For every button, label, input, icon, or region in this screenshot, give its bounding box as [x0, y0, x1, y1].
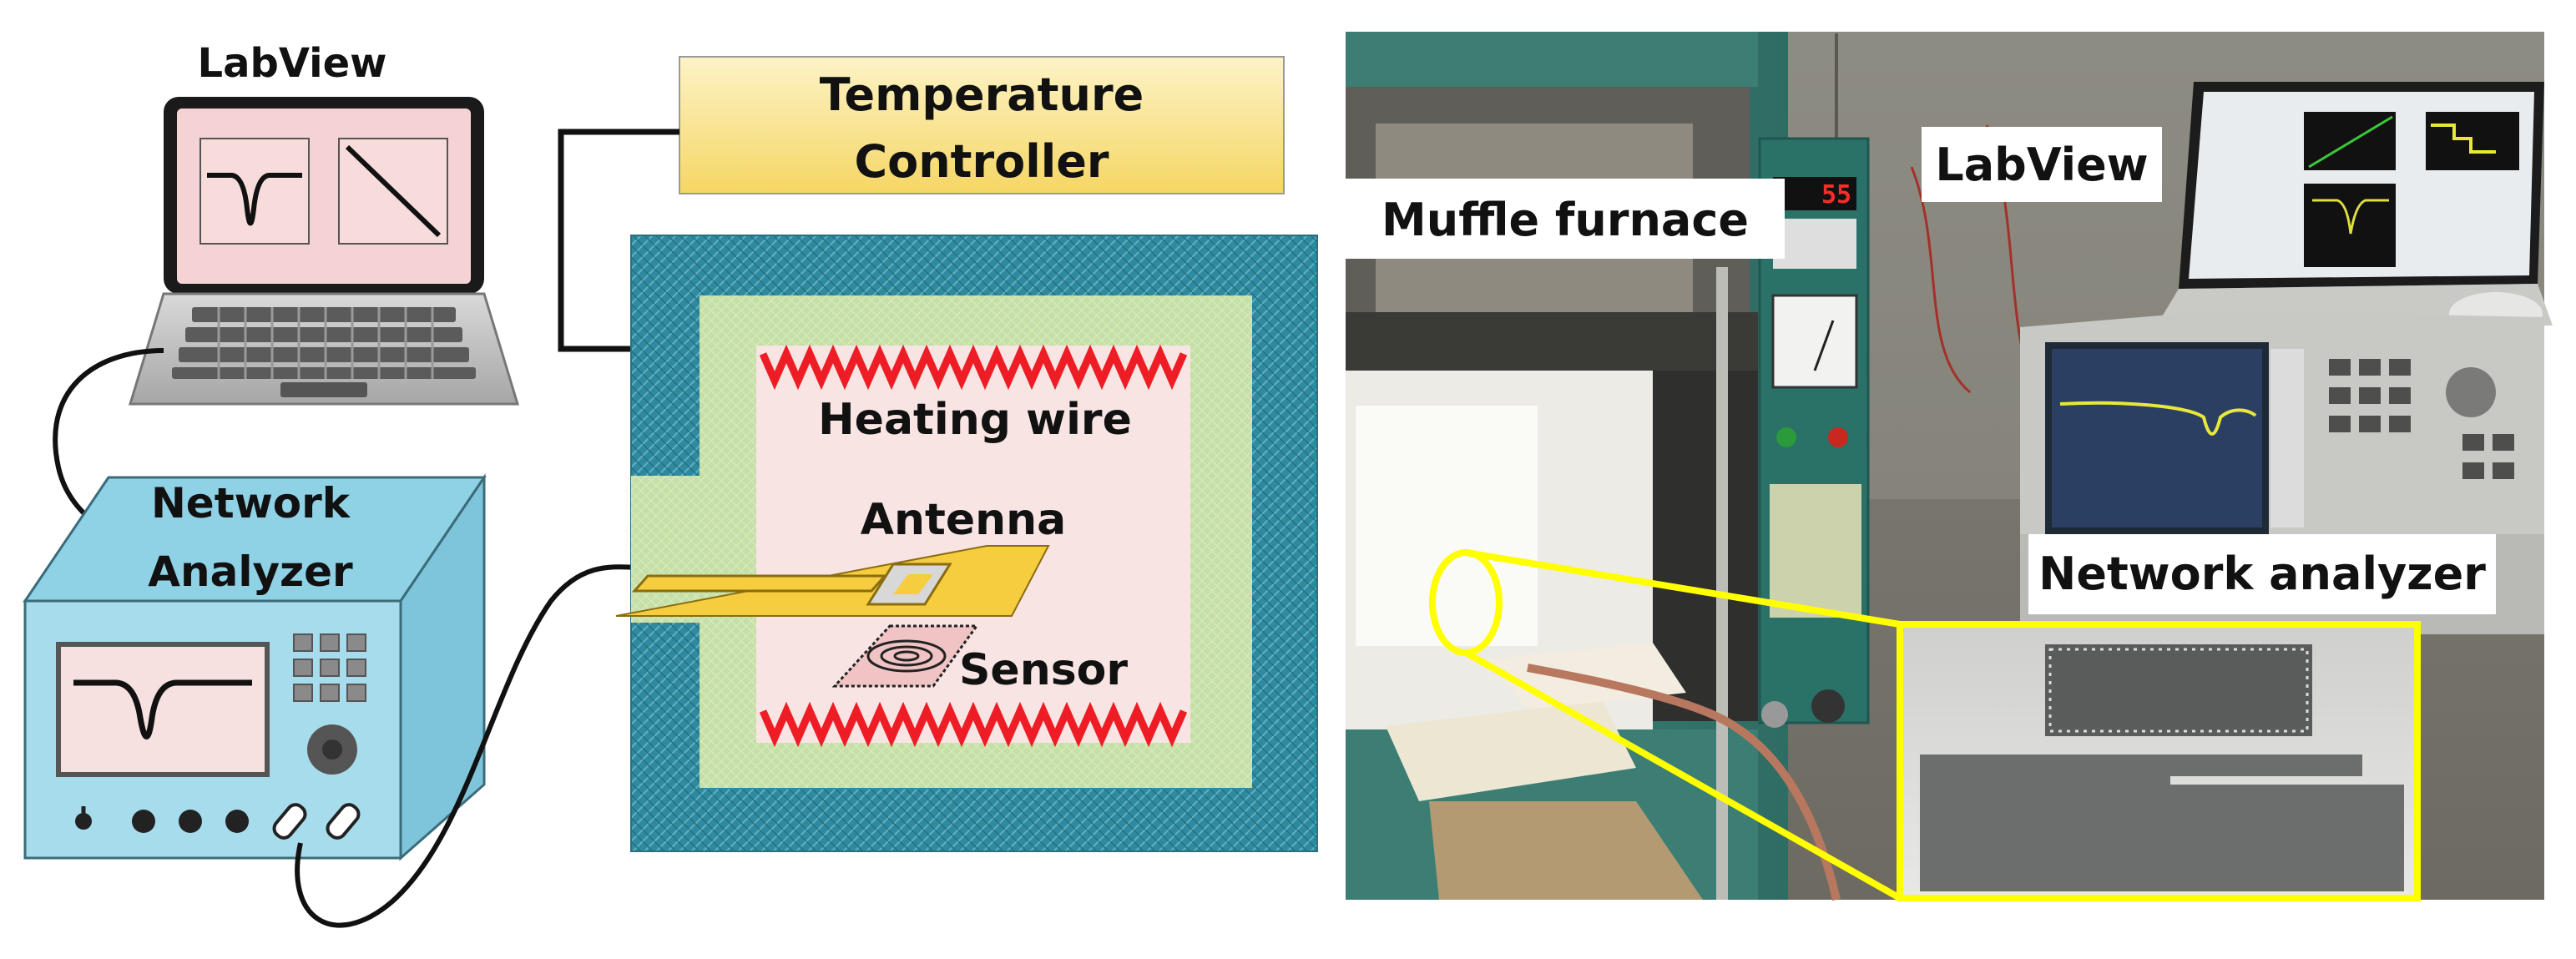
antenna-feedline — [631, 574, 888, 593]
zoom-sensor-chip — [2045, 644, 2312, 736]
analyzer-antenna-cable — [295, 564, 644, 928]
analyzer-photo-screen — [2052, 349, 2262, 527]
photo-panel: 55 — [1346, 32, 2553, 901]
cardboard-box — [1429, 801, 1703, 900]
furnace-label-box — [1346, 179, 1785, 259]
network-analyzer: Network Analyzer — [23, 473, 487, 861]
alumina-block — [1386, 701, 1636, 801]
analyzer-keypad — [293, 633, 366, 702]
sensor — [831, 624, 979, 688]
analyzer-photo-knob — [2446, 367, 2496, 417]
schematic-panel: LabView Ne — [23, 40, 1318, 928]
sensor-label: Sensor — [959, 645, 1128, 695]
analyzer-label-line2: Analyzer — [148, 548, 353, 596]
heating-wire-bottom — [759, 701, 1188, 748]
zoom-antenna-left — [1920, 755, 2154, 891]
laptop-touchpad — [280, 382, 367, 397]
furnace-display-reading: 55 — [1821, 180, 1851, 209]
analyzer-knob — [225, 810, 249, 833]
analyzer-photo-label: Network analyzer — [2038, 548, 2486, 600]
analyzer-photo-label-box — [2028, 534, 2496, 614]
controller-label-line2: Controller — [855, 135, 1109, 188]
sensor-zoom-inset — [1429, 549, 2421, 901]
furnace-chamber — [756, 346, 1190, 743]
analyzer-ports — [272, 803, 361, 840]
linear-plot-icon — [345, 144, 442, 238]
laptop: LabView — [128, 40, 520, 406]
labview-photo-label-box — [1922, 127, 2162, 202]
heating-wire-top — [759, 344, 1188, 391]
dip-curve-icon — [207, 173, 302, 226]
photo-labels: Muffle furnace LabView Network analyzer — [1346, 127, 2496, 614]
laptop-label: LabView — [198, 40, 387, 87]
antenna-label: Antenna — [861, 495, 1067, 545]
sensor-chip — [831, 624, 979, 688]
labview-photo-label: LabView — [1935, 139, 2148, 191]
coax-cable — [1527, 664, 1841, 901]
green-indicator-icon — [1776, 427, 1796, 447]
temperature-controller: Temperature Controller — [679, 56, 1285, 194]
controller-label-line1: Temperature — [820, 68, 1144, 121]
furnace-schematic: Heating wire Antenna Sensor — [615, 235, 1318, 852]
laptop-keyboard — [172, 307, 476, 379]
heating-wire-label: Heating wire — [818, 395, 1132, 445]
zoom-antenna-right — [2170, 785, 2404, 891]
furnace-port — [631, 476, 706, 623]
controller-box — [679, 56, 1285, 194]
red-indicator-icon — [1828, 427, 1848, 447]
clamp-stand-rod — [1716, 267, 1728, 900]
antenna — [615, 545, 1050, 617]
furnace-label: Muffle furnace — [1381, 194, 1749, 246]
controller-furnace-wire — [558, 129, 679, 352]
analyzer-dip-curve-icon — [73, 679, 252, 739]
analyzer-screen — [56, 642, 270, 777]
analyzer-knob — [179, 810, 202, 833]
analyzer-knob — [132, 810, 155, 833]
furnace-dial-gauge — [1771, 294, 1858, 389]
analyzer-label-line1: Network — [151, 479, 351, 527]
power-icon — [75, 813, 92, 830]
